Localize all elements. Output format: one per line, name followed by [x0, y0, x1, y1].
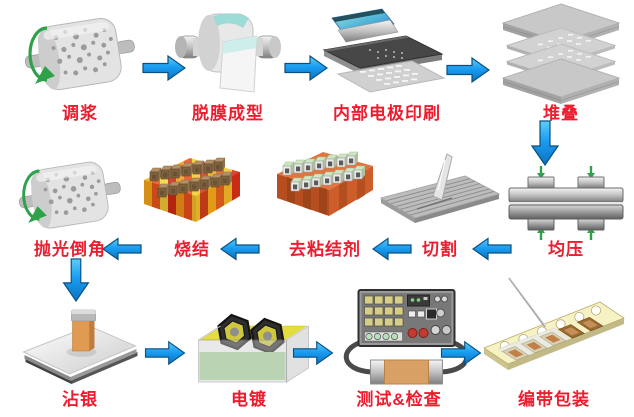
step-film-casting: 脱膜成型 [166, 8, 290, 124]
step-label: 内部电极印刷 [333, 104, 441, 123]
press-icon [506, 164, 626, 242]
step-label: 去粘结剂 [289, 240, 361, 259]
step-slurry-mixing: 调浆 [18, 14, 142, 124]
step-label: 脱膜成型 [192, 104, 264, 123]
step-label: 电镀 [231, 390, 267, 409]
arrow-sintering-to-chamfer [102, 237, 142, 261]
sintering-kiln-icon [136, 150, 248, 234]
film-roller-icon [173, 8, 283, 96]
step-label: 抛光倒角 [34, 240, 106, 259]
arrow-printing-to-stacking [446, 56, 490, 84]
plating-tank-icon [187, 300, 312, 386]
arrow-plating-to-testing [292, 340, 334, 366]
arrow-cutting-to-binder-burnout [372, 237, 412, 261]
arrow-binder-burnout-to-sintering [220, 237, 260, 261]
arrow-chamfer-to-silver-dipping [62, 258, 90, 302]
carrier-tape-icon [478, 276, 630, 388]
ball-mill-icon [25, 14, 135, 96]
step-label: 均压 [548, 240, 584, 259]
debinding-block-icon [269, 144, 381, 228]
step-silver-dipping: 沾银 [16, 298, 144, 410]
step-cutting: 切割 [376, 152, 504, 260]
step-label: 沾银 [62, 390, 98, 409]
step-label: 切割 [422, 240, 458, 259]
step-stacking: 堆叠 [494, 2, 628, 124]
step-label: 测试&检查 [356, 390, 442, 409]
dicing-blade-icon [377, 152, 503, 230]
screen-printer-icon [318, 4, 456, 104]
step-tape-packaging: 编带包装 [476, 276, 632, 410]
step-electroplating: 电镀 [186, 300, 312, 410]
arrow-testing-to-packaging [440, 340, 482, 366]
test-station-icon [332, 286, 467, 390]
arrow-casting-to-printing [284, 54, 328, 82]
step-polish-chamfer: 抛光倒角 [6, 158, 134, 260]
tumbling-mill-icon [15, 158, 125, 234]
arrow-slurry-to-casting [142, 54, 186, 82]
step-test-inspect: 测试&检查 [330, 286, 468, 410]
step-label: 编带包装 [518, 390, 590, 409]
arrow-pressing-to-cutting [472, 237, 512, 261]
arrow-silver-dipping-to-plating [144, 340, 186, 366]
step-binder-burnout: 去粘结剂 [264, 144, 386, 260]
stacked-sheets-icon [496, 2, 626, 106]
arrow-stacking-to-pressing [531, 120, 559, 166]
step-label: 调浆 [62, 104, 98, 123]
step-sintering: 烧结 [138, 150, 246, 260]
step-label: 烧结 [174, 240, 210, 259]
step-iso-pressing: 均压 [504, 164, 628, 260]
step-label: 堆叠 [543, 104, 579, 123]
dipping-plate-icon [18, 298, 143, 388]
step-inner-electrode-printing: 内部电极印刷 [314, 4, 460, 124]
